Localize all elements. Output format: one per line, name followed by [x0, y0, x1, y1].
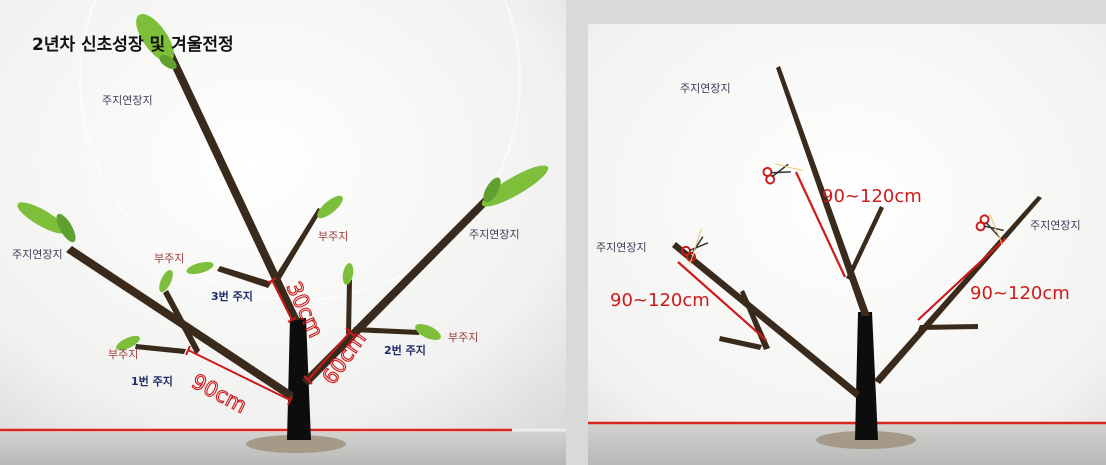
- sub-branch: [918, 324, 978, 330]
- measure-lines: [677, 171, 1007, 341]
- central-leader-branch: [160, 40, 300, 320]
- measure-line-60: [307, 331, 351, 381]
- leader-label-top: 주지연장지: [102, 94, 153, 107]
- scissors-icon: [762, 163, 804, 185]
- sub-branch: [346, 280, 352, 336]
- measure-line-center: [795, 171, 846, 278]
- sub-branch-label-center: 부주지: [318, 230, 348, 243]
- measure-lines: [185, 277, 355, 406]
- left-panel: 2년차 신초성장 및 겨울전정 주지연장지 주지연장지 주지연장지 부주지 부주…: [0, 0, 566, 465]
- main-branch-2-label: 2번 주지: [384, 343, 426, 357]
- trunk: [855, 312, 878, 440]
- main-branch-1-label: 1번 주지: [131, 374, 173, 388]
- sub-branch: [217, 266, 272, 288]
- measure-line-30: [271, 279, 293, 321]
- sub-branch-label-lower-left: 부주지: [108, 348, 138, 361]
- sub-branch: [740, 290, 770, 350]
- leader-label-right: 주지연장지: [1030, 219, 1081, 232]
- leader-label-left: 주지연장지: [596, 241, 647, 254]
- right-panel-background: [588, 24, 1106, 465]
- sub-branch-label-right: 부주지: [448, 331, 478, 344]
- measure-line-right: [917, 237, 1007, 321]
- main-branch-2: [302, 193, 494, 386]
- trunk: [287, 318, 311, 440]
- measure-line-90: [187, 349, 291, 401]
- sub-branch: [352, 327, 420, 335]
- soil-mound: [246, 435, 346, 453]
- right-panel: 주지연장지 주지연장지 주지연장지 90~120cm 90~120cm 90~1…: [588, 24, 1106, 465]
- main-branch-3-label: 3번 주지: [211, 289, 253, 303]
- measure-line-left: [677, 261, 767, 341]
- sub-branch: [135, 344, 186, 354]
- measure-label-center: 90~120cm: [822, 186, 922, 207]
- leader-label-right: 주지연장지: [469, 228, 520, 241]
- page-title: 2년차 신초성장 및 겨울전정: [32, 35, 234, 55]
- sub-branch-label-upper-left: 부주지: [154, 252, 184, 265]
- sub-branch: [163, 290, 200, 355]
- sub-branch: [846, 206, 884, 280]
- sub-branch: [274, 208, 322, 280]
- leader-label-top: 주지연장지: [680, 82, 731, 95]
- measure-label-right: 90~120cm: [970, 283, 1070, 304]
- central-leader-branch: [776, 66, 870, 316]
- leaves: [17, 14, 549, 351]
- panel-separator: [566, 0, 586, 465]
- sub-branch: [719, 336, 762, 350]
- main-branch-left: [672, 242, 860, 398]
- measure-label-left: 90~120cm: [610, 290, 710, 311]
- leader-label-left: 주지연장지: [12, 248, 63, 261]
- scissors-icon: [680, 228, 709, 265]
- scissors-icon: [975, 214, 1004, 245]
